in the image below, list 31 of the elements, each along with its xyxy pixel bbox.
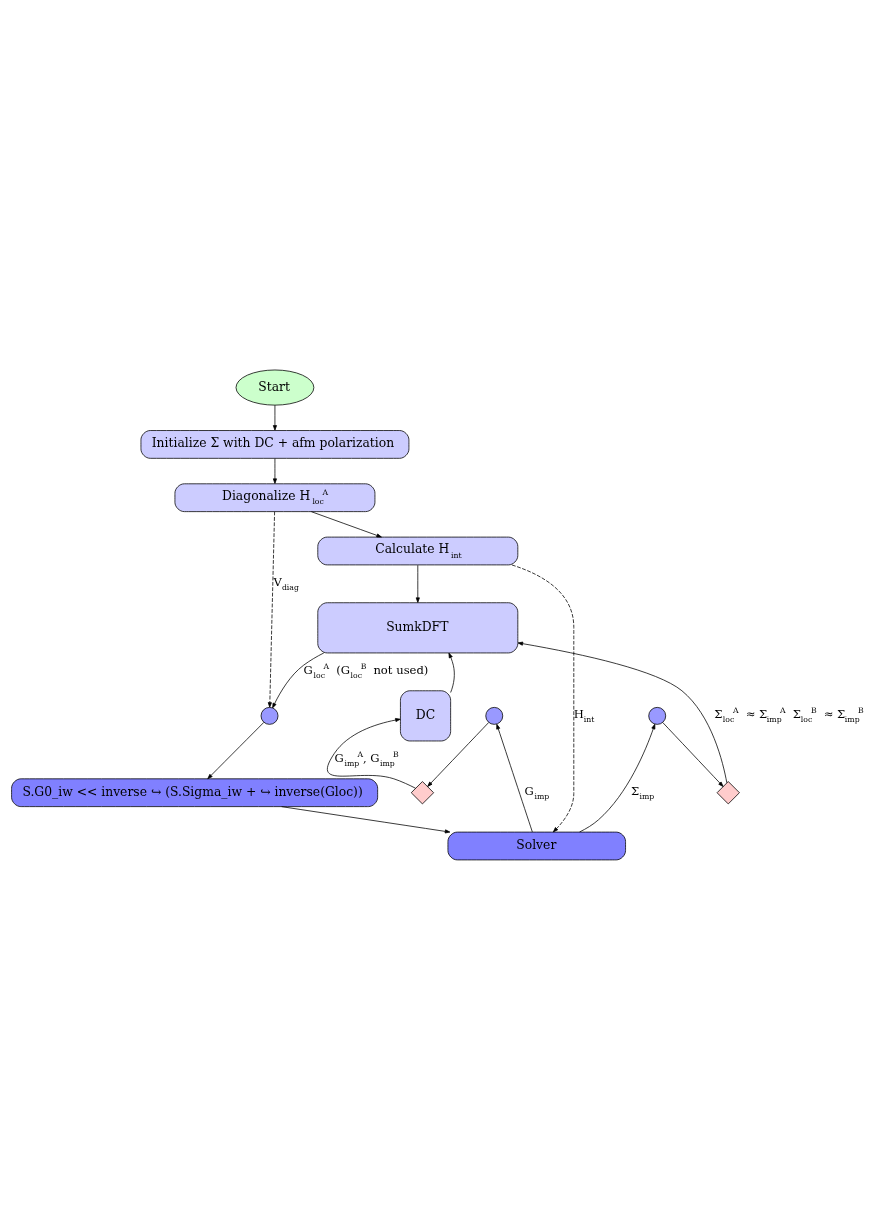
node-box: Calculate H$_{int}$ [317, 536, 519, 565]
arrow [207, 721, 265, 779]
arrow [267, 510, 275, 708]
arrow [662, 721, 724, 787]
arrow [579, 723, 656, 832]
arrow [272, 652, 325, 708]
arrow [448, 652, 455, 693]
edge-label: V$_{diag}$ [273, 574, 299, 592]
arrow [272, 457, 277, 484]
arrow [281, 805, 451, 833]
arrow [327, 717, 416, 789]
node-box: Solver [447, 831, 626, 860]
node-box: S.G0_iw << inverse ↪ (S.Sigma_iw + ↪ inverse(Gloc)) [11, 777, 379, 807]
node-box: DC [400, 689, 451, 741]
edge-label: G$_{loc}$$^{A}$ (G$_{loc}$$^{B}$ not used) [303, 661, 429, 680]
arrow [427, 721, 489, 787]
node-ellipse: Start [235, 369, 315, 406]
node-circle [648, 706, 667, 725]
arrow [310, 510, 382, 537]
edge-label: H$_{int}$ [573, 706, 595, 724]
arrow [496, 723, 533, 832]
node-circle [485, 706, 504, 725]
edge-label: G$_{imp}$ [524, 783, 550, 801]
arrow [415, 564, 420, 603]
node-box: Initialize Σ with DC + afm polarization [140, 429, 410, 459]
edge-label: Σ$_{imp}$ [630, 783, 655, 801]
arrow [511, 564, 575, 832]
node-circle [260, 706, 279, 725]
arrow [517, 641, 728, 783]
node-box: SumkDFT [317, 601, 519, 653]
arrow [272, 404, 277, 431]
